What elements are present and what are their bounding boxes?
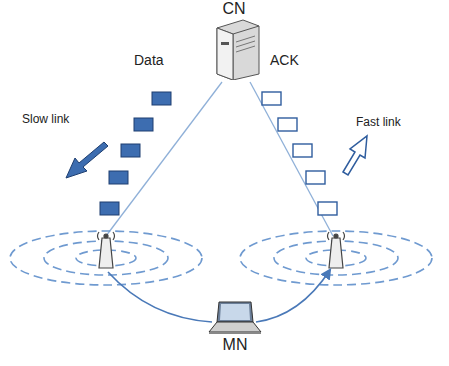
- fast-link-arrow: [343, 136, 367, 175]
- movement-arrow: [108, 270, 330, 322]
- flow-label: ACK: [270, 52, 299, 68]
- link-label: Fast link: [356, 115, 401, 129]
- node-label: CN: [195, 0, 273, 18]
- flow-label: Data: [134, 52, 164, 68]
- node-label: MN: [203, 336, 267, 354]
- coverage-area: [10, 231, 432, 285]
- server-node: CN: [195, 0, 273, 80]
- server-icon: [197, 18, 271, 80]
- antenna-symbol: [98, 232, 345, 268]
- data-packet: [100, 92, 171, 215]
- ack-packet: [262, 92, 337, 215]
- link-line: [106, 82, 222, 236]
- laptop-icon: [205, 300, 265, 336]
- slow-link-arrow: [66, 142, 108, 178]
- laptop-node: MN: [203, 300, 267, 354]
- link-label: Slow link: [22, 112, 69, 126]
